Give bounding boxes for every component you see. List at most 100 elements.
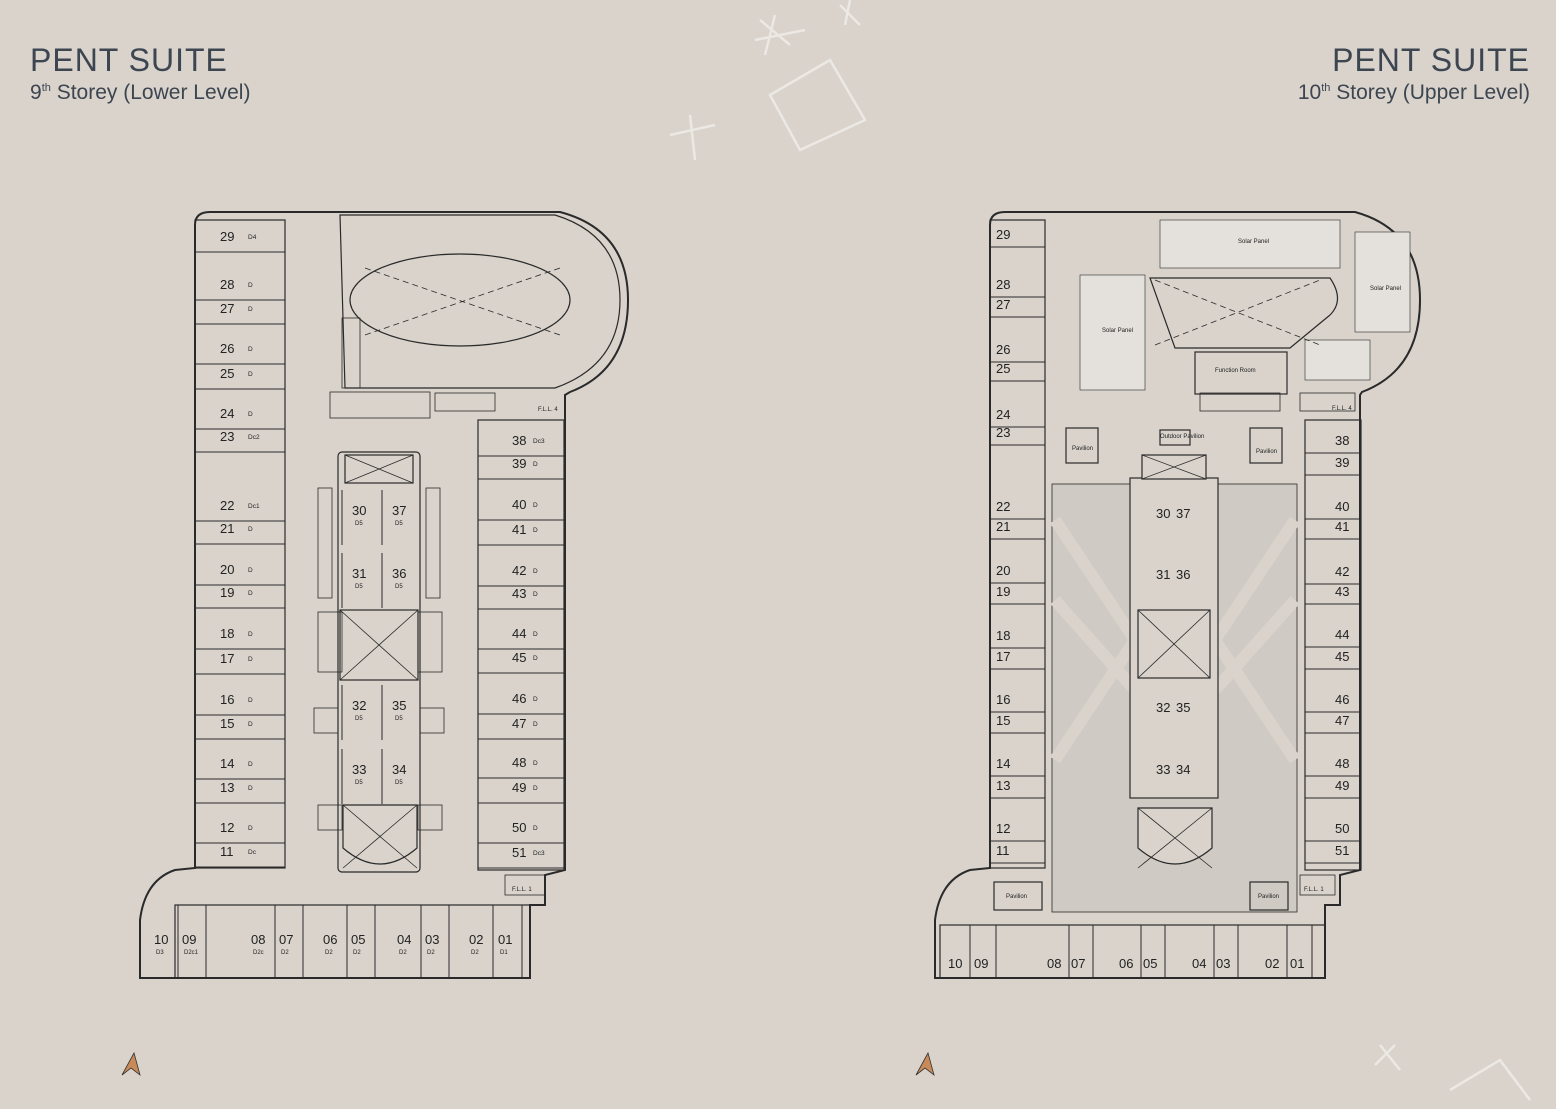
right-fll4-label: F.L.L. 4 [1332, 406, 1352, 412]
unit-number: 35 [1176, 700, 1190, 715]
unit-number: 07 [279, 932, 293, 947]
unit-number: 48 [1335, 756, 1349, 771]
unit-number: 46 [1335, 692, 1349, 707]
left-floor-plan [139, 211, 630, 979]
unit-number: 28 [996, 277, 1010, 292]
unit-number: 24 [996, 407, 1010, 422]
left-plan-title: PENT SUITE [30, 42, 228, 78]
unit-number: 36 [392, 566, 406, 581]
unit-type: D [248, 590, 253, 597]
unit-type: D [248, 567, 253, 574]
unit-number: 05 [1143, 956, 1157, 971]
right-storey-text: Storey (Upper Level) [1336, 81, 1530, 104]
unit-number: 33 [1156, 762, 1170, 777]
unit-number: 41 [512, 522, 526, 537]
unit-type: D [533, 696, 538, 703]
left-fll1-label: F.L.L. 1 [512, 887, 532, 893]
left-plan-title-block: PENT SUITE 9th Storey (Lower Level) [30, 42, 250, 105]
unit-number: 31 [1156, 567, 1170, 582]
unit-type: D [248, 721, 253, 728]
unit-number: 22 [996, 499, 1010, 514]
unit-number: 51 [1335, 843, 1349, 858]
unit-type: Dc3 [533, 850, 545, 857]
left-storey-suffix: th [41, 82, 51, 94]
unit-number: 41 [1335, 519, 1349, 534]
unit-type: Dc2 [248, 434, 260, 441]
unit-type: D [248, 697, 253, 704]
right-plan-subtitle: 10th Storey (Upper Level) [1298, 81, 1530, 105]
unit-number: 40 [1335, 499, 1349, 514]
unit-number: 02 [469, 932, 483, 947]
left-plan-subtitle: 9th Storey (Lower Level) [30, 81, 250, 105]
unit-number: 50 [512, 820, 526, 835]
unit-number: 13 [996, 778, 1010, 793]
unit-number: 29 [220, 229, 234, 244]
unit-number: 01 [1290, 956, 1304, 971]
unit-number: 48 [512, 755, 526, 770]
unit-number: 14 [220, 756, 234, 771]
unit-number: 34 [1176, 762, 1190, 777]
unit-number: 08 [1047, 956, 1061, 971]
unit-number: 18 [220, 626, 234, 641]
unit-number: 12 [996, 821, 1010, 836]
unit-type: D5 [355, 584, 363, 590]
unit-number: 28 [220, 277, 234, 292]
unit-type: D2c [253, 950, 264, 956]
unit-number: 09 [974, 956, 988, 971]
unit-type: D [248, 526, 253, 533]
unit-type: D [248, 761, 253, 768]
unit-number: 42 [1335, 564, 1349, 579]
right-floor-plan [934, 211, 1422, 979]
left-storey-number: 9 [30, 81, 42, 104]
unit-type: D [248, 346, 253, 353]
function-room-label: Function Room [1215, 368, 1256, 374]
unit-number: 40 [512, 497, 526, 512]
unit-number: 04 [397, 932, 411, 947]
unit-type: D1 [500, 950, 508, 956]
unit-type: D [533, 461, 538, 468]
unit-number: 06 [1119, 956, 1133, 971]
unit-number: 27 [996, 297, 1010, 312]
unit-type: D [248, 631, 253, 638]
unit-number: 21 [996, 519, 1010, 534]
decorative-cross-icon [669, 0, 1531, 1101]
unit-number: 04 [1192, 956, 1206, 971]
unit-type: D5 [395, 780, 403, 786]
unit-type: D5 [395, 584, 403, 590]
unit-number: 03 [425, 932, 439, 947]
unit-number: 34 [392, 762, 406, 777]
unit-number: 33 [352, 762, 366, 777]
unit-number: 21 [220, 521, 234, 536]
unit-number: 37 [1176, 506, 1190, 521]
unit-number: 06 [323, 932, 337, 947]
pavilion-label-1: Pavilion [1072, 446, 1093, 452]
right-unit-labels: 2928272625242322212019181716151413121138… [948, 227, 1349, 971]
unit-number: 15 [996, 713, 1010, 728]
unit-number: 30 [1156, 506, 1170, 521]
solar-panel-label-3: Solar Panel [1370, 286, 1401, 292]
unit-number: 43 [1335, 584, 1349, 599]
unit-number: 16 [220, 692, 234, 707]
unit-number: 50 [1335, 821, 1349, 836]
unit-number: 09 [182, 932, 196, 947]
unit-type: D2 [471, 950, 479, 956]
unit-number: 42 [512, 563, 526, 578]
unit-type: D [533, 655, 538, 662]
unit-type: D [248, 785, 253, 792]
pavilion-label-2: Pavilion [1256, 449, 1277, 455]
unit-number: 20 [996, 563, 1010, 578]
unit-type: D [533, 502, 538, 509]
unit-number: 01 [498, 932, 512, 947]
solar-panel-label-2: Solar Panel [1102, 328, 1133, 334]
unit-number: 19 [996, 584, 1010, 599]
unit-type: D5 [355, 716, 363, 722]
unit-number: 36 [1176, 567, 1190, 582]
unit-number: 43 [512, 586, 526, 601]
unit-type: D5 [395, 521, 403, 527]
left-fll4-label: F.L.L. 4 [538, 407, 558, 413]
pavilion-label-4: Pavilion [1258, 894, 1279, 900]
unit-type: D [533, 785, 538, 792]
unit-number: 27 [220, 301, 234, 316]
unit-type: D5 [355, 521, 363, 527]
